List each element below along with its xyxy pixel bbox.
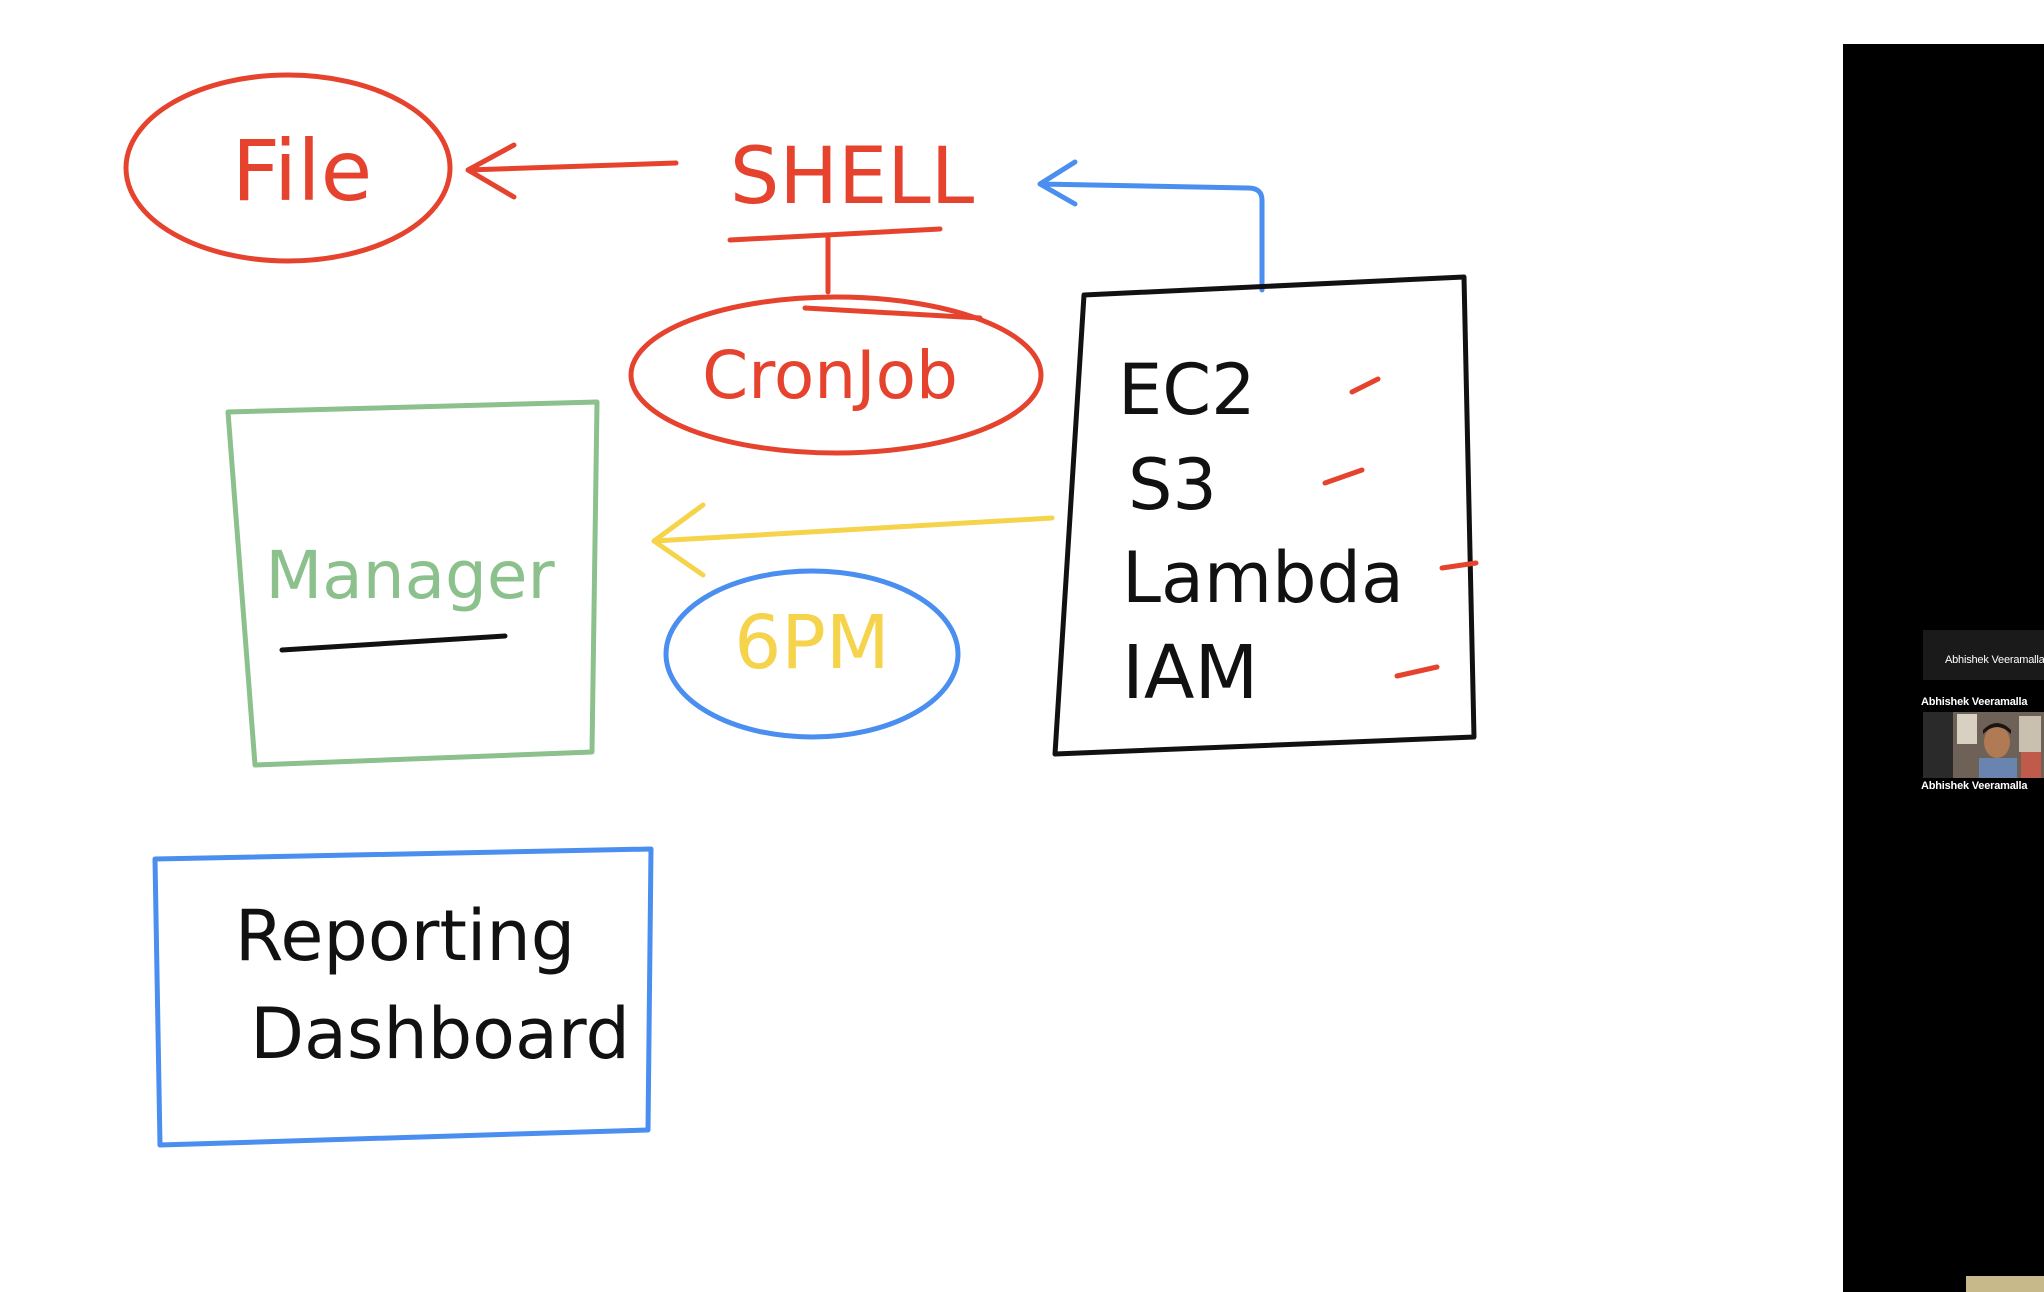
service-ec2: EC2 [1118,349,1256,431]
tick-iam [1394,664,1440,679]
participant-label-top: Abhishek Veeramalla [1921,696,2028,708]
box-to-shell-arrow [1037,159,1265,293]
cronjob-ellipse [628,294,1044,456]
tick-lambda [1439,560,1479,571]
whiteboard-canvas: File SHELL CronJob Manager 6PM EC2 S3 La… [123,72,1479,1148]
service-s3: S3 [1128,444,1217,526]
file-ellipse [123,72,453,264]
corner-indicator[interactable] [1966,1276,2044,1292]
manager-box [225,399,600,768]
participant-tile-top[interactable]: Abhishek Veeramalla [1923,630,2044,680]
time-label: 6PM [734,600,890,686]
reporting-box [152,846,654,1148]
shell-underline [727,226,983,321]
manager-label: Manager [265,537,555,614]
service-lambda: Lambda [1122,537,1404,619]
reporting-label-line1: Reporting [235,895,575,977]
manager-underline [279,633,508,653]
service-iam: IAM [1122,630,1258,716]
cronjob-label: CronJob [702,337,958,414]
time-ellipse [663,568,961,740]
shell-to-file-arrow [465,142,679,200]
services-box [1052,274,1477,757]
shell-label: SHELL [730,132,975,222]
participant-avatar [1923,712,2044,778]
whiteboard-drawing: File SHELL CronJob Manager 6PM EC2 S3 La… [123,72,1479,1148]
participant-name: Abhishek Veeramalla [1945,654,2044,666]
file-label: File [232,122,373,220]
participants-sidebar: Abhishek Veeramalla Abhishek Veeramalla … [1843,44,2044,1292]
reporting-label-line2: Dashboard [250,993,630,1075]
participant-video-tile[interactable] [1923,712,2044,778]
tick-s3 [1322,467,1365,486]
tick-ec2 [1349,376,1381,395]
box-to-manager-arrow [651,502,1055,578]
participant-label-video: Abhishek Veeramalla [1921,780,2028,792]
